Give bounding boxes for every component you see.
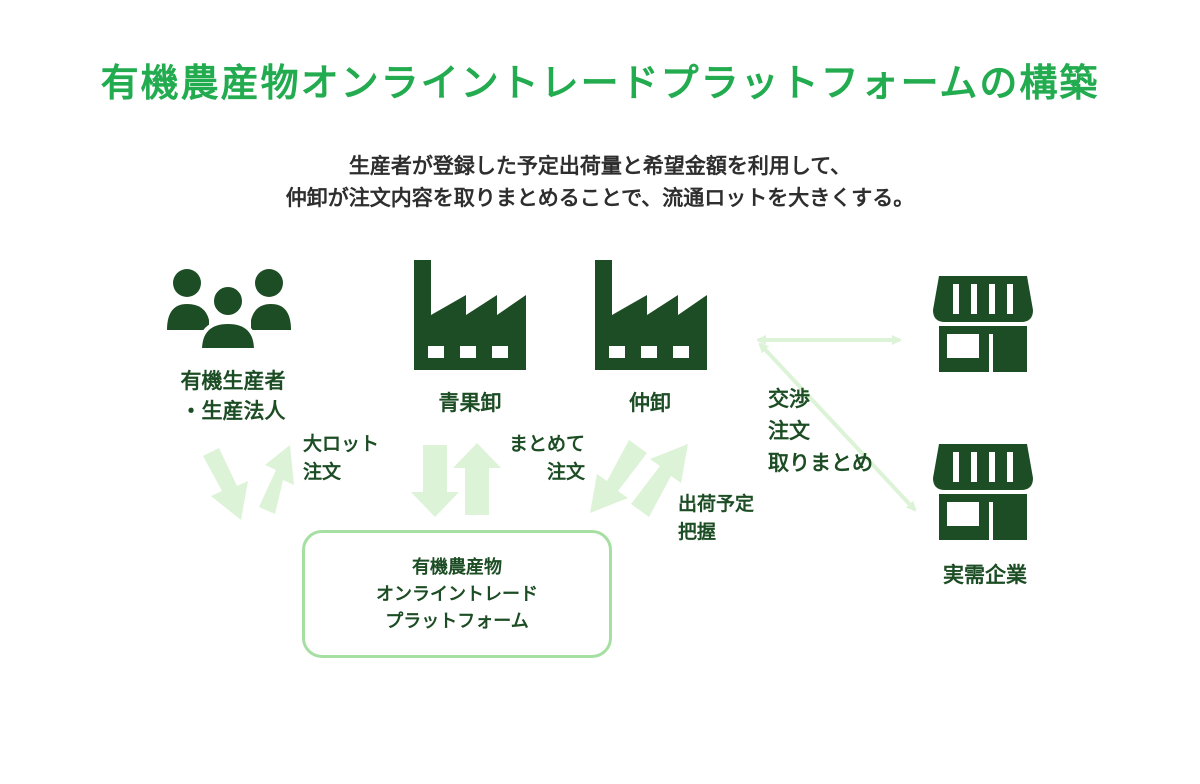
platform-box: 有機農産物 オンライントレード プラットフォーム bbox=[302, 530, 612, 658]
flow-label-intermediate-line-2: 把握 bbox=[678, 521, 717, 543]
factory-icon bbox=[595, 260, 707, 370]
flow-label-negotiation: 交渉 注文 取りまとめ bbox=[768, 383, 873, 479]
arrow-producers-up bbox=[259, 445, 294, 514]
platform-line-3: プラットフォーム bbox=[385, 610, 529, 632]
platform-line-1: 有機農産物 bbox=[412, 556, 502, 578]
page-title: 有機農産物オンライントレードプラットフォームの構築 bbox=[100, 61, 1100, 105]
arrow-to-bottom-store bbox=[758, 342, 917, 512]
producers-label: 有機生産者 ・生産法人 bbox=[163, 366, 303, 426]
arrow-intermediate-up bbox=[631, 444, 688, 517]
flow-label-intermediate-line-1: 出荷予定 bbox=[678, 493, 755, 515]
flow-label-negotiation-line-3: 取りまとめ bbox=[768, 451, 873, 475]
companies-label: 実需企業 bbox=[943, 563, 1027, 587]
people-group-icon bbox=[167, 269, 291, 350]
flow-label-intermediate: 出荷予定 把握 bbox=[678, 490, 754, 546]
storefront-icon bbox=[933, 444, 1033, 540]
producers-label-line-2: ・生産法人 bbox=[180, 399, 286, 423]
flow-label-wholesaler: まとめて 注文 bbox=[493, 430, 585, 486]
flow-label-negotiation-line-2: 注文 bbox=[768, 419, 810, 443]
factory-icon bbox=[414, 260, 526, 370]
subtitle: 生産者が登録した予定出荷量と希望金額を利用して、 仲卸が注文内容を取りまとめるこ… bbox=[0, 150, 1200, 214]
wholesaler-label: 青果卸 bbox=[438, 391, 502, 415]
flow-label-wholesaler-line-1: まとめて bbox=[508, 433, 585, 455]
flow-label-wholesaler-line-2: 注文 bbox=[546, 461, 585, 483]
producers-label-line-1: 有機生産者 bbox=[180, 369, 286, 393]
flow-label-producers-line-1: 大ロット bbox=[303, 433, 380, 455]
intermediate-label: 仲卸 bbox=[629, 391, 671, 415]
storefront-icon bbox=[933, 276, 1033, 372]
arrow-wholesaler-up bbox=[453, 443, 501, 515]
flow-label-negotiation-line-1: 交渉 bbox=[768, 387, 810, 411]
subtitle-line-1: 生産者が登録した予定出荷量と希望金額を利用して、 bbox=[348, 154, 852, 178]
subtitle-line-2: 仲卸が注文内容を取りまとめることで、流通ロットを大きくする。 bbox=[285, 186, 915, 210]
arrow-intermediate-down bbox=[590, 440, 647, 513]
platform-line-2: オンライントレード bbox=[376, 583, 538, 605]
arrow-producers-down bbox=[203, 448, 248, 520]
arrow-wholesaler-down bbox=[411, 445, 459, 517]
flow-label-producers: 大ロット 注文 bbox=[303, 430, 379, 486]
flow-label-producers-line-2: 注文 bbox=[303, 461, 342, 483]
